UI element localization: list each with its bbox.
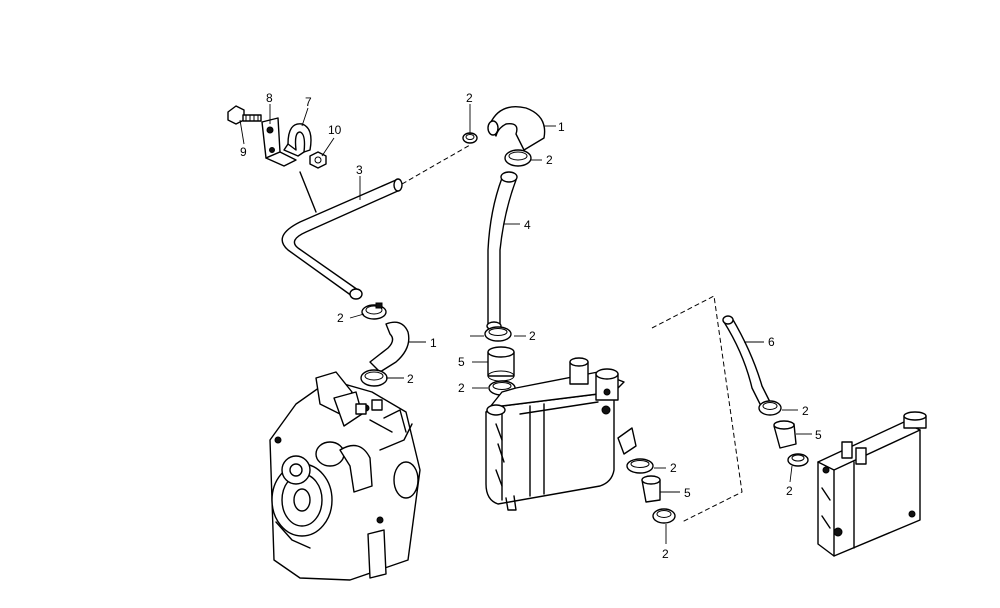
clamp <box>283 123 312 157</box>
connection-line-3 <box>401 144 471 185</box>
callout-5-right: 5 <box>815 428 822 442</box>
callout-2-upper-right: 2 <box>546 153 553 167</box>
leader-lines <box>239 104 812 544</box>
hose-clamp-c <box>462 132 478 144</box>
callout-5-cooler: 5 <box>684 486 691 500</box>
sleeve-5a <box>487 346 515 382</box>
oil-cooler <box>485 357 637 511</box>
bracket <box>261 117 297 167</box>
callout-6: 6 <box>768 335 775 349</box>
hose-3 <box>281 171 403 300</box>
callout-2-cooler: 2 <box>670 461 677 475</box>
hose-clamp-i <box>758 400 782 416</box>
callout-2-right-low: 2 <box>786 484 793 498</box>
sleeve-5c <box>773 420 797 449</box>
callout-8: 8 <box>266 91 273 105</box>
callout-2-left: 2 <box>337 311 344 325</box>
callout-2-top: 2 <box>466 91 473 105</box>
callouts: 8 7 10 9 3 2 1 2 4 2 1 2 2 5 2 2 5 2 6 2… <box>240 91 822 561</box>
engine <box>269 371 421 581</box>
callout-3: 3 <box>356 163 363 177</box>
callout-1-top: 1 <box>558 120 565 134</box>
callout-7: 7 <box>305 95 312 109</box>
callout-1-lower: 1 <box>430 336 437 350</box>
hose-clamp-d <box>504 149 532 167</box>
pipe-1-upper <box>487 106 546 151</box>
hose-4 <box>486 171 518 331</box>
sleeve-5b <box>641 475 661 503</box>
callout-2-center: 2 <box>529 329 536 343</box>
bolt <box>227 105 262 125</box>
hose-clamp-e <box>484 326 512 342</box>
oil-cooler-right <box>817 411 927 557</box>
hose-clamp-h <box>652 508 676 524</box>
callout-9: 9 <box>240 145 247 159</box>
dashed-region <box>651 295 743 523</box>
pipe-1-lower <box>369 321 410 373</box>
hose-6 <box>722 315 771 405</box>
callout-10: 10 <box>328 123 342 137</box>
hose-clamp-a <box>361 302 387 320</box>
hose-clamp-g <box>626 458 654 474</box>
hose-clamp-b <box>360 369 388 387</box>
callout-5-center: 5 <box>458 355 465 369</box>
callout-2-center-low: 2 <box>458 381 465 395</box>
callout-2-lower-left: 2 <box>407 372 414 386</box>
hose-clamp-j <box>787 453 809 467</box>
callout-2-right: 2 <box>802 404 809 418</box>
callout-2-bottom: 2 <box>662 547 669 561</box>
callout-4: 4 <box>524 218 531 232</box>
